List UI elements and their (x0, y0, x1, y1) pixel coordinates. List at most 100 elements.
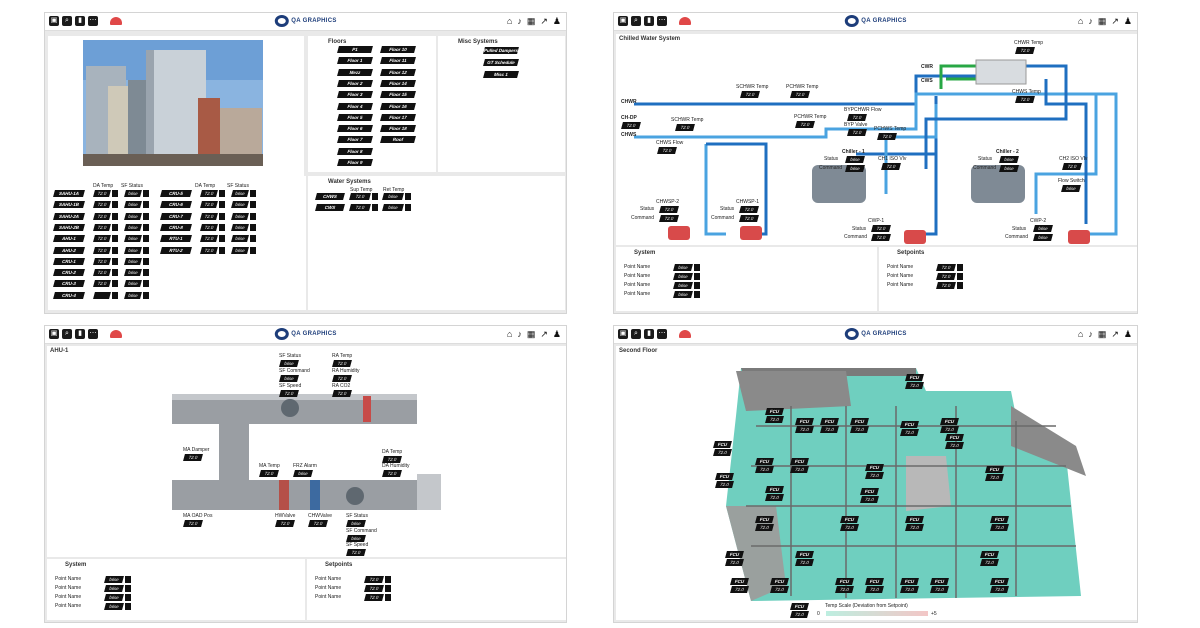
bell-icon[interactable]: ♪ (1088, 16, 1093, 26)
point-value[interactable]: false (104, 585, 124, 592)
equipment-name[interactable]: CRU-7 (160, 212, 192, 220)
point-value[interactable]: false (673, 264, 693, 271)
point-value[interactable]: false (104, 576, 124, 583)
trend-icon[interactable]: ↗ (540, 16, 548, 26)
fcu-label[interactable]: FCU (795, 418, 814, 425)
floor-button[interactable]: Floor 16 (380, 102, 416, 110)
fcu-label[interactable]: FCU (865, 578, 884, 585)
floor-button[interactable]: Floor 18 (380, 125, 416, 133)
equipment-name[interactable]: SAHU-2B (53, 223, 85, 231)
more-icon[interactable]: ⋯ (88, 16, 98, 26)
fcu-label[interactable]: FCU (985, 466, 1004, 473)
floor-button[interactable]: Floor 5 (337, 113, 373, 121)
floor-button[interactable]: Floor 14 (380, 79, 416, 87)
point-value[interactable]: 72.0 (364, 576, 384, 583)
more-icon[interactable]: ⋯ (88, 329, 98, 339)
fcu-label[interactable]: FCU (900, 421, 919, 428)
alarm-icon[interactable] (110, 330, 122, 338)
floor-button[interactable]: Floor 10 (380, 46, 416, 53)
calendar-icon[interactable]: ▦ (1097, 329, 1107, 339)
bell-icon[interactable]: ♪ (517, 16, 522, 26)
door-icon[interactable]: ▮ (75, 16, 85, 26)
point-value[interactable]: 72.0 (936, 264, 956, 271)
trend-icon[interactable]: ↗ (540, 329, 548, 339)
point-value[interactable]: 72.0 (364, 585, 384, 592)
fcu-label[interactable]: FCU (980, 551, 999, 558)
val-sf-command[interactable]: false (279, 375, 299, 382)
calendar-icon[interactable]: ▦ (526, 16, 536, 26)
alarm-icon[interactable] (110, 17, 122, 25)
equipment-name[interactable]: CRU-8 (160, 223, 192, 231)
floor-button[interactable]: Floor 8 (337, 147, 373, 155)
fcu-label[interactable]: FCU (905, 516, 924, 523)
floor-button[interactable]: Floor 17 (380, 113, 416, 121)
home-icon[interactable]: ⌂ (1077, 329, 1084, 339)
calendar-icon[interactable]: ▦ (1097, 16, 1107, 26)
fcu-label[interactable]: FCU (765, 486, 784, 493)
calendar-icon[interactable]: ▦ (526, 329, 536, 339)
floor-button[interactable]: Floor 7 (337, 136, 373, 144)
equipment-name[interactable]: CRU-6 (160, 201, 192, 209)
floor-button[interactable]: Floor 1 (337, 57, 373, 65)
fcu-label[interactable]: FCU (835, 578, 854, 585)
bell-icon[interactable]: ♪ (517, 329, 522, 339)
val-sf-command-2[interactable]: false (346, 535, 366, 542)
window-icon[interactable]: ▣ (49, 329, 59, 339)
fcu-label[interactable]: FCU (850, 418, 869, 425)
equipment-name[interactable]: CRU-4 (53, 291, 85, 299)
misc-button-gt-schedule[interactable]: GT Schedule (483, 59, 519, 66)
user-icon[interactable]: ♟ (552, 329, 561, 339)
alarm-icon[interactable] (679, 330, 691, 338)
equipment-name[interactable]: AHU-1 (53, 235, 85, 243)
fcu-label[interactable]: FCU (865, 464, 884, 471)
fcu-label[interactable]: FCU (990, 516, 1009, 523)
water-row-cws[interactable]: CWS (315, 204, 345, 211)
fcu-label[interactable]: FCU (990, 578, 1009, 585)
door-icon[interactable]: ▮ (75, 329, 85, 339)
fcu-label[interactable]: FCU (790, 458, 809, 465)
equipment-name[interactable]: CRU-2 (53, 269, 85, 277)
fcu-label[interactable]: FCU (725, 551, 744, 558)
fcu-label[interactable]: FCU (945, 434, 964, 441)
floor-button[interactable]: Floor 2 (337, 79, 373, 87)
val-chwsp1-command[interactable]: 72.0 (739, 215, 759, 222)
fcu-label[interactable]: FCU (730, 578, 749, 585)
home-icon[interactable]: ⌂ (1077, 16, 1084, 26)
point-value[interactable]: false (673, 282, 693, 289)
more-icon[interactable]: ⋯ (657, 329, 667, 339)
more-icon[interactable]: ⋯ (657, 16, 667, 26)
fcu-label[interactable]: FCU (765, 408, 784, 415)
user-icon[interactable]: ♟ (552, 16, 561, 26)
fcu-label[interactable]: FCU (755, 458, 774, 465)
fcu-label[interactable]: FCU (820, 418, 839, 425)
misc-button-misc-1[interactable]: Misc 1 (483, 71, 519, 78)
misc-button-pulled-dampers[interactable]: Pulled Dampers (483, 47, 519, 54)
val-cwp1-command[interactable]: 72.0 (871, 234, 891, 241)
fcu-label[interactable]: FCU (930, 578, 949, 585)
search-icon[interactable]: ⌕ (631, 16, 641, 26)
fcu-label[interactable]: FCU (770, 578, 789, 585)
fcu-label[interactable]: FCU (713, 441, 732, 448)
home-icon[interactable]: ⌂ (506, 16, 513, 26)
bell-icon[interactable]: ♪ (1088, 329, 1093, 339)
point-value[interactable]: false (673, 291, 693, 298)
floor-button[interactable]: Floor 9 (337, 159, 373, 166)
floor-button[interactable]: Roof (380, 136, 416, 144)
floor-button[interactable]: Floor 6 (337, 125, 373, 133)
floor-button[interactable]: Floor 12 (380, 68, 416, 76)
floor-button[interactable]: P1 (337, 46, 373, 53)
water-row-chws[interactable]: CHWS (315, 193, 345, 200)
point-value[interactable]: 72.0 (364, 594, 384, 601)
window-icon[interactable]: ▣ (49, 16, 59, 26)
fcu-label[interactable]: FCU (860, 488, 879, 495)
window-icon[interactable]: ▣ (618, 16, 628, 26)
equipment-name[interactable]: SAHU-2A (53, 212, 85, 220)
user-icon[interactable]: ♟ (1123, 16, 1132, 26)
fcu-label[interactable]: FCU (905, 374, 924, 381)
search-icon[interactable]: ⌕ (62, 329, 72, 339)
floor-button[interactable]: Floor 15 (380, 91, 416, 99)
point-value[interactable]: 72.0 (936, 273, 956, 280)
val-chiller1-command[interactable]: false (845, 165, 865, 172)
val-cwp2-command[interactable]: false (1033, 234, 1053, 241)
fcu-label[interactable]: FCU (840, 516, 859, 523)
